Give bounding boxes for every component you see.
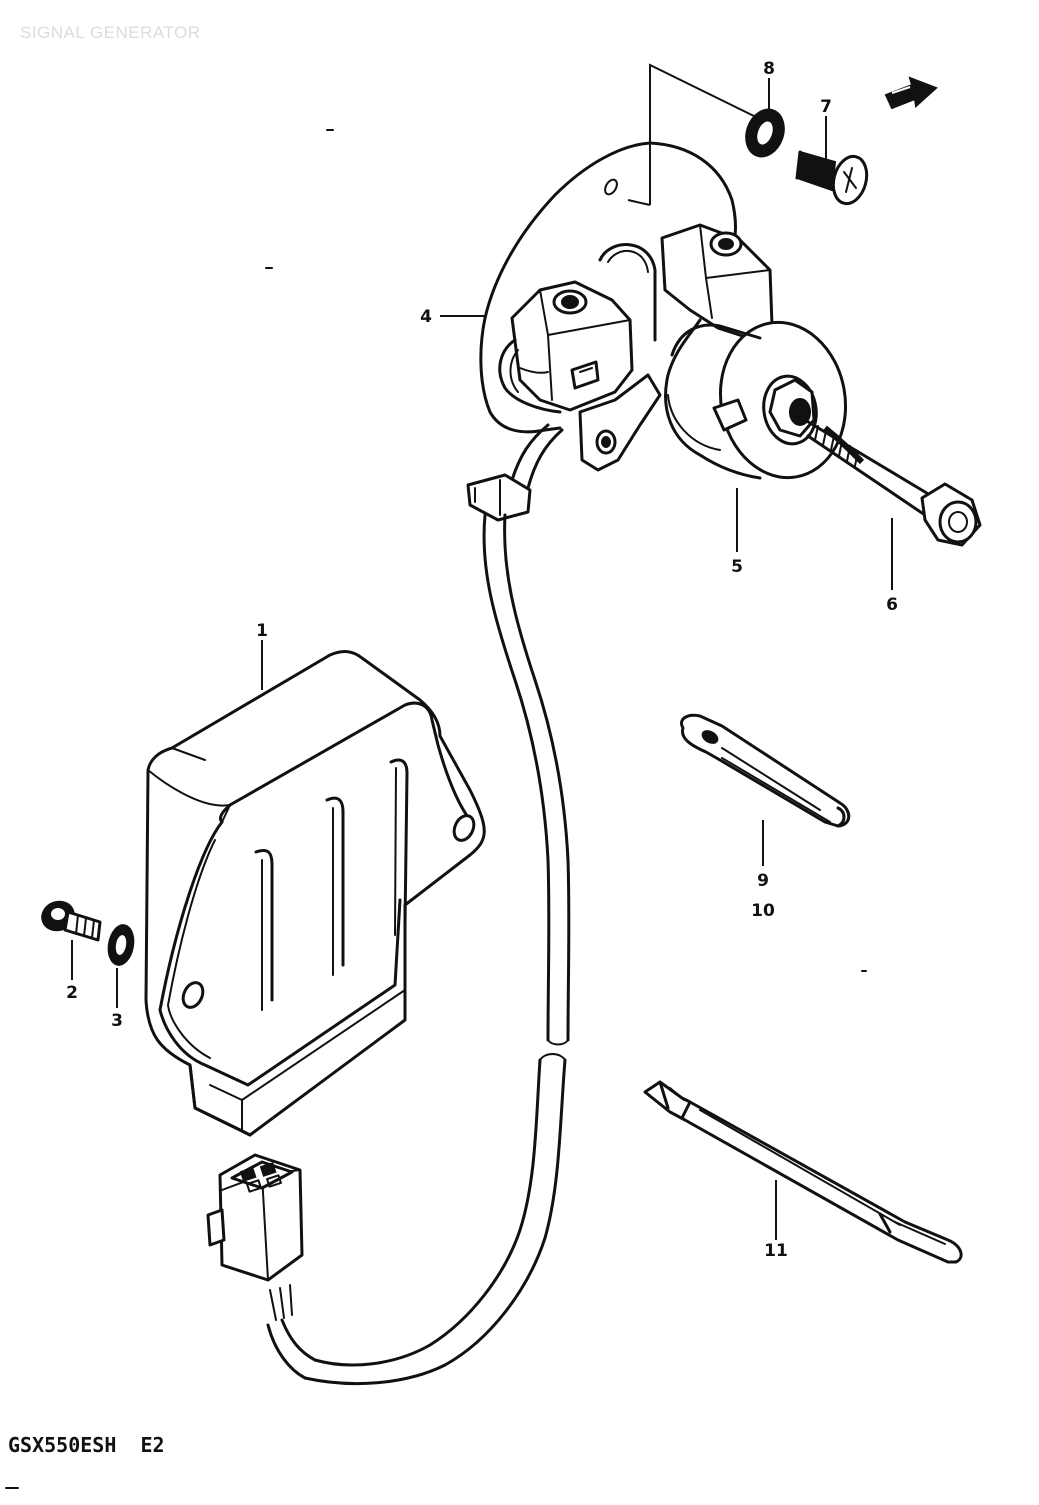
part-4-signal-generator-plate [479, 141, 774, 490]
callout-labels: 1 2 3 4 5 6 7 8 9 10 11 [66, 59, 898, 1261]
leader-lines [71, 78, 893, 1240]
part-3-washer [107, 924, 135, 966]
part-6-rotor-bolt [803, 418, 982, 547]
callout-9: 9 [757, 871, 769, 891]
part-5-signal-rotor [664, 318, 848, 480]
callout-3: 3 [111, 1011, 123, 1031]
part-8-washer [745, 108, 785, 158]
part-1-igniter-unit [144, 650, 486, 1137]
part-7-screw [795, 150, 869, 206]
callout-6: 6 [886, 595, 898, 615]
callout-10: 10 [751, 901, 775, 921]
callout-4: 4 [420, 307, 432, 327]
signal-cable [266, 513, 571, 1386]
callout-11: 11 [764, 1241, 788, 1261]
part-9-10-clamp [680, 713, 851, 828]
callout-5: 5 [731, 557, 743, 577]
cable-grommet [466, 473, 532, 522]
assembly-leader-8 [627, 63, 759, 206]
callout-8: 8 [763, 59, 775, 79]
callout-2: 2 [66, 983, 78, 1003]
part-2-bolt [41, 900, 102, 942]
diagram-title: SIGNAL GENERATOR [20, 23, 201, 42]
part-11-cable-tie [643, 1080, 963, 1264]
model-code: GSX550ESH E2 [8, 1433, 165, 1457]
callout-1: 1 [256, 621, 268, 641]
front-arrow-icon [884, 76, 938, 110]
callout-7: 7 [820, 97, 832, 117]
scan-specks [5, 129, 867, 1489]
cable-connector-plug [206, 1153, 304, 1282]
